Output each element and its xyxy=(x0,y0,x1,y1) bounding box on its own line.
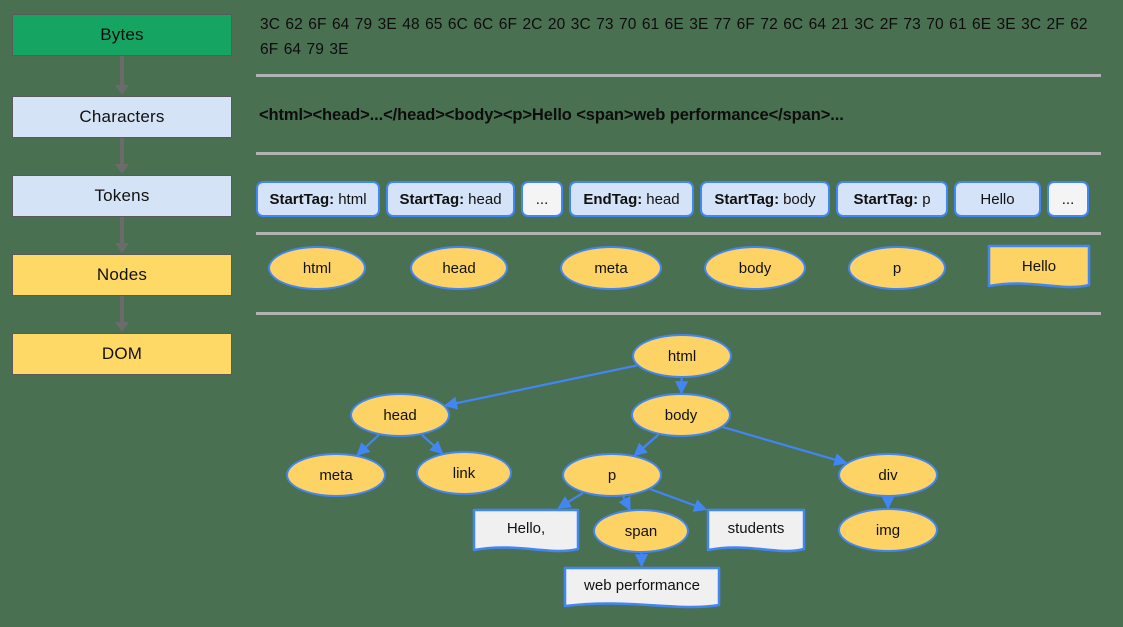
dom-node-link[interactable]: link xyxy=(416,451,512,495)
dom-text-node-hello[interactable]: Hello, xyxy=(472,508,580,556)
dom-node-p[interactable]: p xyxy=(562,453,662,497)
dom-node-meta[interactable]: meta xyxy=(286,453,386,497)
dom-text-node-webperf[interactable]: web performance xyxy=(563,566,721,612)
dom-node-body[interactable]: body xyxy=(631,393,731,437)
dom-node-img[interactable]: img xyxy=(838,508,938,552)
dom-node-div[interactable]: div xyxy=(838,453,938,497)
dom-node-html[interactable]: html xyxy=(632,334,732,378)
dom-node-span[interactable]: span xyxy=(593,509,689,553)
dom-text-node-students[interactable]: students xyxy=(706,508,806,556)
dom-node-head[interactable]: head xyxy=(350,393,450,437)
